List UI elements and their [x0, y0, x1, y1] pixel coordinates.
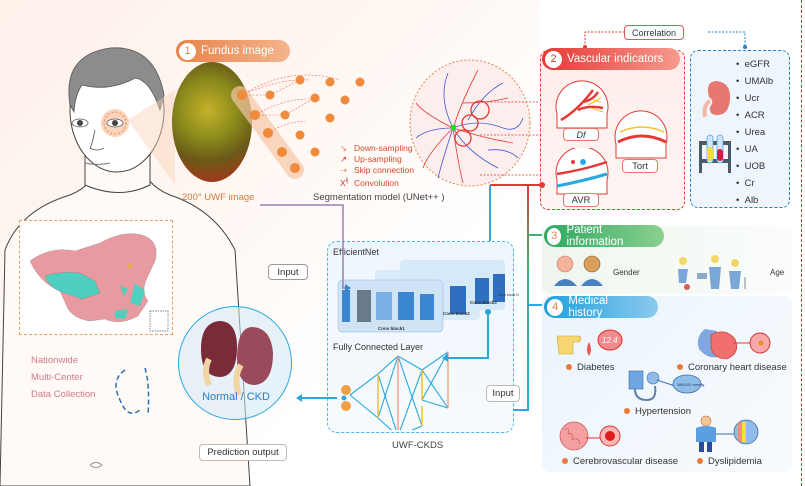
medical-item-dyslipidemia: Dyslipidemia — [697, 456, 762, 467]
kidneys-icon — [201, 321, 273, 396]
china-map-icon — [29, 233, 169, 332]
step-number: 4 — [547, 298, 564, 316]
marker-item: • UMAlb — [736, 76, 774, 87]
medical-item-cerebrovascular: Cerebrovascular disease — [562, 456, 678, 467]
legend-item-up-sampling: ↗Up-sampling — [340, 154, 402, 164]
tort-label: Tort — [622, 159, 658, 173]
marker-item: • UOB — [736, 161, 766, 172]
unetpp-diagram — [231, 74, 365, 179]
bp-reading: 180/100 mmHg — [677, 382, 704, 387]
data-collection-text: Nationwide Multi-Center Data Collection — [31, 352, 95, 403]
medical-title: Medical history — [568, 295, 608, 319]
data-collection-line: Multi-Center — [31, 372, 83, 383]
correlation-label: Correlation — [624, 25, 684, 40]
gender-label: Gender — [613, 268, 640, 277]
convolution-node-icon: Xij — [340, 177, 349, 188]
brain-icon — [559, 421, 621, 451]
data-collection-line: Data Collection — [31, 389, 96, 400]
fundus-photo — [172, 62, 252, 182]
efficientnet-blocks-diagram — [337, 260, 505, 333]
gender-icon — [554, 255, 603, 286]
df-label: Df — [563, 128, 599, 141]
china-map-frame — [19, 220, 173, 335]
test-tubes-icon — [699, 134, 731, 173]
step-number: 1 — [179, 42, 196, 60]
kidney-markers-list: • eGFR • UMAlb • Ucr • ACR • Urea • UA •… — [736, 56, 773, 209]
uwf-ckds-label: UWF-CKDS — [392, 440, 444, 451]
patient-step-pill: 3 Patient information — [544, 224, 664, 248]
skip-connection-arrow-icon: ⇢ — [340, 165, 348, 175]
tort-indicator-icon — [614, 110, 668, 159]
marker-item: • ACR — [736, 110, 765, 121]
medical-step-pill: 4 Medical history — [544, 295, 658, 319]
vessel-segmentation-map — [409, 59, 531, 187]
down-sampling-arrow-icon: ↘ — [340, 143, 348, 153]
glucose-reading: 12.4 — [602, 336, 618, 345]
uwf-image-caption: 200° UWF image — [182, 192, 255, 203]
diabetes-icon: 12.4 — [556, 329, 623, 356]
blood-pressure-icon: 180/100 mmHg — [628, 370, 704, 402]
fundus-title: Fundus image — [201, 45, 274, 57]
data-collection-line: Nationwide — [31, 355, 78, 366]
input-button-top[interactable]: Input — [268, 264, 308, 280]
fundus-step-pill: 1 Fundus image — [176, 40, 290, 62]
page-border-dashed — [801, 0, 802, 486]
normal-ckd-label: Normal / CKD — [202, 391, 270, 403]
prediction-output-label: Prediction output — [199, 444, 287, 461]
correlation-connector — [583, 31, 747, 49]
marker-item: • Cr — [736, 178, 755, 189]
kidney-icon — [702, 81, 731, 118]
step-number: 2 — [545, 50, 562, 68]
medical-item-hypertension: Hypertension — [624, 406, 691, 417]
segmentation-caption: Segmentation model (UNet++ ) — [313, 192, 445, 203]
marker-item: • Alb — [736, 195, 759, 206]
dyslipidemia-icon — [696, 415, 759, 452]
fully-connected-label: Fully Connected Layer — [333, 342, 424, 352]
legend-item-down-sampling: ↘Down-sampling — [340, 143, 413, 153]
marker-item: • Urea — [736, 127, 766, 138]
medical-item-coronary: Coronary heart disease — [677, 362, 787, 373]
up-sampling-arrow-icon: ↗ — [340, 154, 348, 164]
vascular-step-pill: 2 Vascular indicators — [542, 48, 680, 70]
avr-indicator-icon — [555, 148, 609, 195]
vascular-title: Vascular indicators — [567, 53, 664, 65]
conv-block-2-label: Conv block2 — [443, 311, 470, 316]
prediction-output-circle: Normal / CKD — [178, 306, 292, 420]
medical-item-diabetes: Diabetes — [566, 362, 615, 373]
avr-label: AVR — [563, 193, 599, 207]
conv-block-n-label: Conv block N — [498, 293, 519, 297]
df-indicator-icon — [555, 80, 609, 129]
input-button-right[interactable]: Input — [486, 385, 520, 402]
conv-block-3-label: Conv block3 — [470, 300, 497, 305]
fully-connected-network-diagram — [341, 351, 449, 430]
model-flow-arrows — [260, 204, 491, 402]
step-number: 3 — [547, 227, 562, 245]
unet-legend: ↘Down-sampling ↗Up-sampling ⇢Skip connec… — [340, 143, 414, 189]
age-label: Age — [770, 268, 785, 277]
patient-title: Patient information — [566, 224, 624, 248]
conv-block-1-label: Conv block1 — [378, 326, 405, 331]
kidney-markers-panel: • eGFR • UMAlb • Ucr • ACR • Urea • UA •… — [690, 50, 790, 208]
marker-item: • eGFR — [736, 59, 770, 70]
heart-icon — [697, 329, 771, 360]
legend-item-skip-connection: ⇢Skip connection — [340, 165, 415, 175]
efficientnet-label: EfficientNet — [333, 247, 379, 257]
marker-item: • UA — [736, 144, 758, 155]
age-icon — [678, 255, 746, 290]
marker-item: • Ucr — [736, 93, 760, 104]
